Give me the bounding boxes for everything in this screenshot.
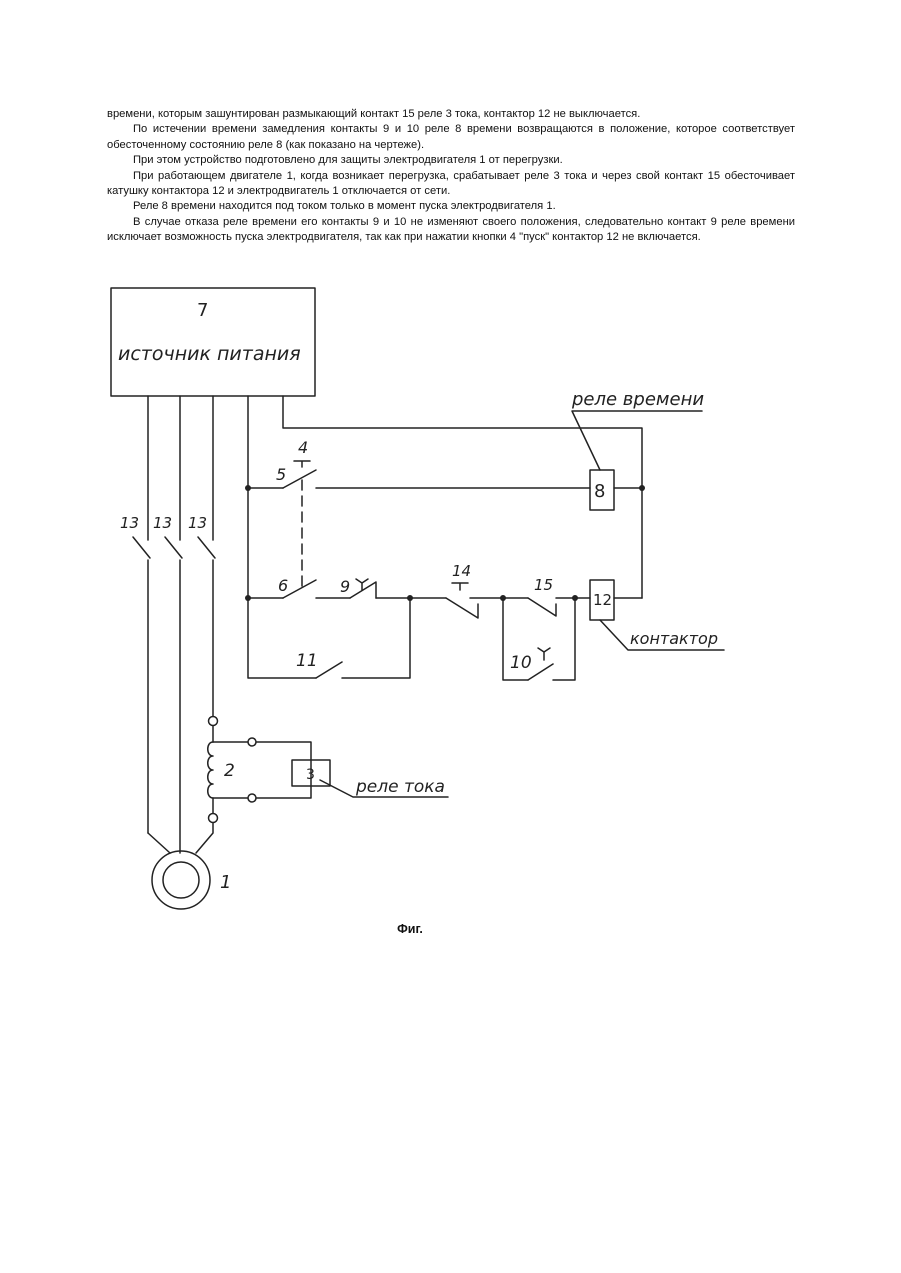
paragraph: времени, которым зашунтирован размыкающи… <box>107 107 795 122</box>
label-13-1: 13 <box>120 514 139 532</box>
label-5: 5 <box>276 465 286 484</box>
label-8: 8 <box>594 481 605 502</box>
body-text: времени, которым зашунтирован размыкающи… <box>107 107 795 246</box>
contact-11 <box>316 662 342 678</box>
paragraph: По истечении времени замедления контакты… <box>107 122 795 153</box>
time-relay-label: реле времени <box>571 389 704 410</box>
contact-5 <box>283 470 316 488</box>
contact-10 <box>528 664 553 680</box>
paragraph: В случае отказа реле времени его контакт… <box>107 215 795 246</box>
contactor-label: контактор <box>630 629 718 648</box>
current-relay-label: реле тока <box>355 777 445 797</box>
source-label: источник питания <box>118 343 301 365</box>
contact-15 <box>528 598 556 616</box>
circuit-diagram: 7 источник питания реле времени контакто… <box>104 283 736 938</box>
contact-9 <box>350 582 376 598</box>
label-12: 12 <box>593 591 612 609</box>
contact-14 <box>446 598 478 618</box>
terminal-top <box>209 717 218 726</box>
label-4: 4 <box>298 438 308 457</box>
label-13-2: 13 <box>153 514 172 532</box>
label-10: 10 <box>510 653 532 673</box>
figure-caption: Фиг. <box>380 922 440 936</box>
label-13-3: 13 <box>188 514 207 532</box>
paragraph: При этом устройство подготовлено для защ… <box>107 153 795 168</box>
source-number: 7 <box>197 300 208 321</box>
label-6: 6 <box>278 576 288 595</box>
label-1: 1 <box>220 872 231 893</box>
coil-2 <box>208 742 213 798</box>
label-9: 9 <box>340 577 350 596</box>
paragraph: При работающем двигателе 1, когда возник… <box>107 169 795 200</box>
power-source-box <box>111 288 315 396</box>
motor-1 <box>152 851 210 909</box>
paragraph: Реле 8 времени находится под током тольк… <box>107 199 795 214</box>
label-3: 3 <box>306 767 315 783</box>
label-11: 11 <box>296 651 318 671</box>
terminal-bottom <box>209 814 218 823</box>
label-15: 15 <box>534 576 553 594</box>
label-2: 2 <box>224 761 235 781</box>
label-14: 14 <box>452 562 471 580</box>
